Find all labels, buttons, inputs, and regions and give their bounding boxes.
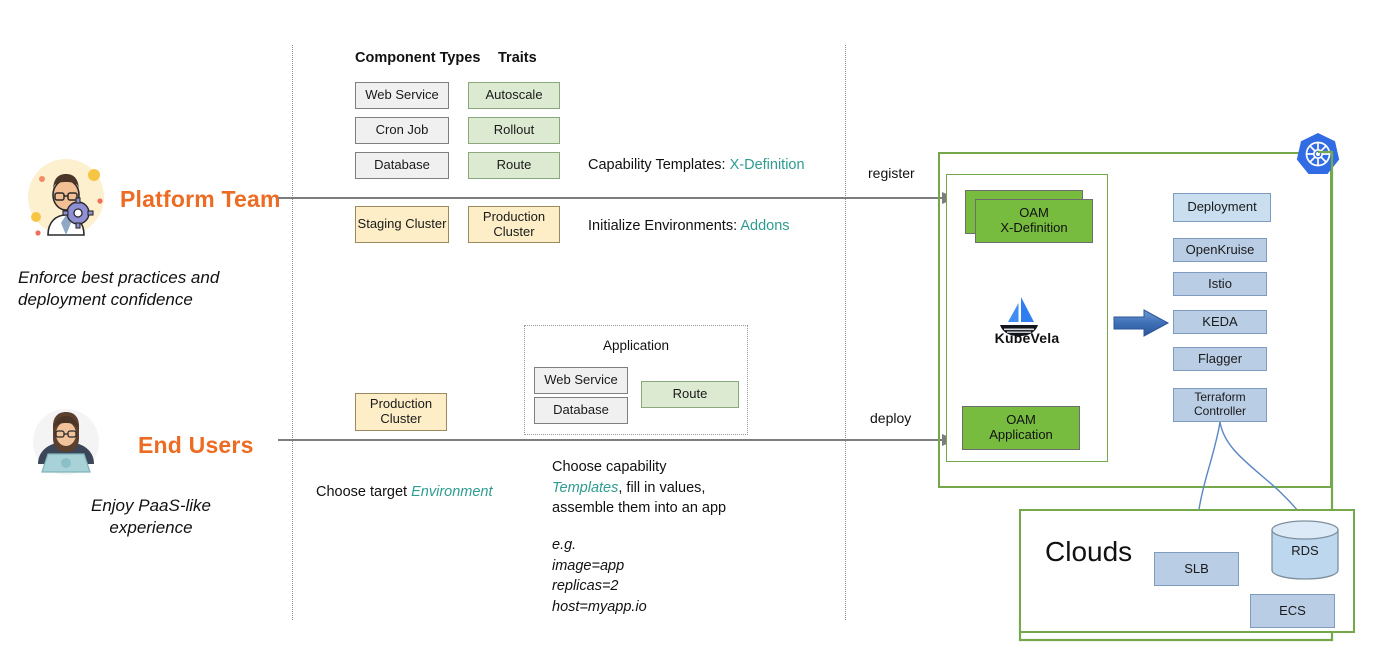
capability-templates-label: Capability Templates: X-Definition xyxy=(588,157,805,173)
divider-right xyxy=(845,45,846,620)
component-box-database[interactable]: Database xyxy=(355,152,449,179)
kubevela-product-name: KubeVela xyxy=(994,330,1060,346)
terraform-controller-line2: Controller xyxy=(1193,404,1247,418)
choose-capability-templates: Templates xyxy=(552,479,619,496)
deploy-arrow xyxy=(278,432,958,448)
choose-capability-line2-rest: , fill in values, xyxy=(618,479,706,496)
k8s-resource-terraform-controller[interactable]: Terraform Controller xyxy=(1173,388,1267,422)
clouds-title: Clouds xyxy=(1045,536,1133,567)
kubernetes-logo-icon xyxy=(1294,131,1342,179)
application-container xyxy=(524,325,748,435)
environment-box-staging-cluster[interactable]: Staging Cluster xyxy=(355,206,449,243)
trait-box-rollout[interactable]: Rollout xyxy=(468,117,560,144)
example-values-block: e.g. image=app replicas=2 host=myapp.io xyxy=(552,535,782,617)
platform-team-avatar xyxy=(22,155,110,243)
capability-templates-prefix: Capability Templates: xyxy=(588,157,730,173)
component-box-cron-job[interactable]: Cron Job xyxy=(355,117,449,144)
platform-team-description: Enforce best practices and deployment co… xyxy=(18,268,220,310)
example-line-2: replicas=2 xyxy=(552,578,619,595)
kubevela-sailboat-icon xyxy=(996,296,1042,338)
application-component-database[interactable]: Database xyxy=(534,397,628,424)
choose-capability-line2: Templates, fill in values, xyxy=(552,478,782,499)
example-line-1: image=app xyxy=(552,557,625,574)
choose-capability-line3: assemble them into an app xyxy=(552,500,727,517)
register-arrow xyxy=(278,190,958,206)
k8s-resource-keda[interactable]: KEDA xyxy=(1173,310,1267,334)
capability-templates-value: X-Definition xyxy=(729,157,805,173)
oam-application-card[interactable]: OAM Application xyxy=(962,406,1080,450)
initialize-environments-prefix: Initialize Environments: xyxy=(588,218,741,234)
initialize-environments-label: Initialize Environments: Addons xyxy=(588,218,790,234)
oam-x-definition-card[interactable]: OAM X-Definition xyxy=(975,199,1093,243)
selected-environment-box[interactable]: Production Cluster xyxy=(355,393,447,431)
application-component-web-service[interactable]: Web Service xyxy=(534,367,628,394)
end-users-avatar xyxy=(28,404,104,480)
application-title: Application xyxy=(602,338,670,353)
register-arrow-label: register xyxy=(868,165,915,181)
choose-target-value: Environment xyxy=(411,484,493,500)
environment-label-production: Production Cluster xyxy=(482,208,546,239)
oam-x-definition-line1: OAM xyxy=(1019,205,1049,221)
oam-application-line2: Application xyxy=(989,427,1053,442)
k8s-resource-deployment[interactable]: Deployment xyxy=(1173,193,1271,222)
environment-label-staging: Staging Cluster xyxy=(357,216,447,232)
example-line-0: e.g. xyxy=(552,537,577,553)
oam-application-line1: OAM xyxy=(1006,412,1036,428)
k8s-resource-istio[interactable]: Istio xyxy=(1173,272,1267,296)
platform-team-name: Platform Team xyxy=(120,186,281,212)
environment-box-production-cluster[interactable]: Production Cluster xyxy=(468,206,560,243)
end-users-description: Enjoy PaaS-like experience xyxy=(90,496,211,538)
cloud-resource-ecs[interactable]: ECS xyxy=(1250,594,1335,628)
k8s-resource-flagger[interactable]: Flagger xyxy=(1173,347,1267,371)
component-box-web-service[interactable]: Web Service xyxy=(355,82,449,109)
component-types-header: Component Types xyxy=(355,50,481,66)
kubevela-to-resources-arrow xyxy=(1113,308,1170,338)
end-users-name: End Users xyxy=(138,432,254,458)
choose-capability-note: Choose capability Templates, fill in val… xyxy=(552,457,782,519)
divider-left xyxy=(292,45,293,620)
trait-box-route[interactable]: Route xyxy=(468,152,560,179)
initialize-environments-value: Addons xyxy=(740,218,790,234)
k8s-resource-openkruise[interactable]: OpenKruise xyxy=(1173,238,1267,262)
trait-box-autoscale[interactable]: Autoscale xyxy=(468,82,560,109)
choose-capability-line1: Choose capability xyxy=(552,459,667,475)
application-trait-route[interactable]: Route xyxy=(641,381,739,408)
cloud-resource-rds-label: RDS xyxy=(1291,543,1319,558)
traits-header: Traits xyxy=(498,50,537,66)
oam-x-definition-line2: X-Definition xyxy=(1000,220,1068,235)
cloud-resource-slb[interactable]: SLB xyxy=(1154,552,1239,586)
example-line-3: host=myapp.io xyxy=(552,598,647,615)
terraform-controller-line1: Terraform xyxy=(1194,390,1246,405)
choose-target-prefix: Choose target xyxy=(316,484,412,500)
choose-target-note: Choose target Environment xyxy=(316,482,493,503)
cloud-resource-rds[interactable]: RDS xyxy=(1270,519,1340,581)
deploy-arrow-label: deploy xyxy=(870,410,912,426)
selected-environment-label: Production Cluster xyxy=(369,396,433,426)
